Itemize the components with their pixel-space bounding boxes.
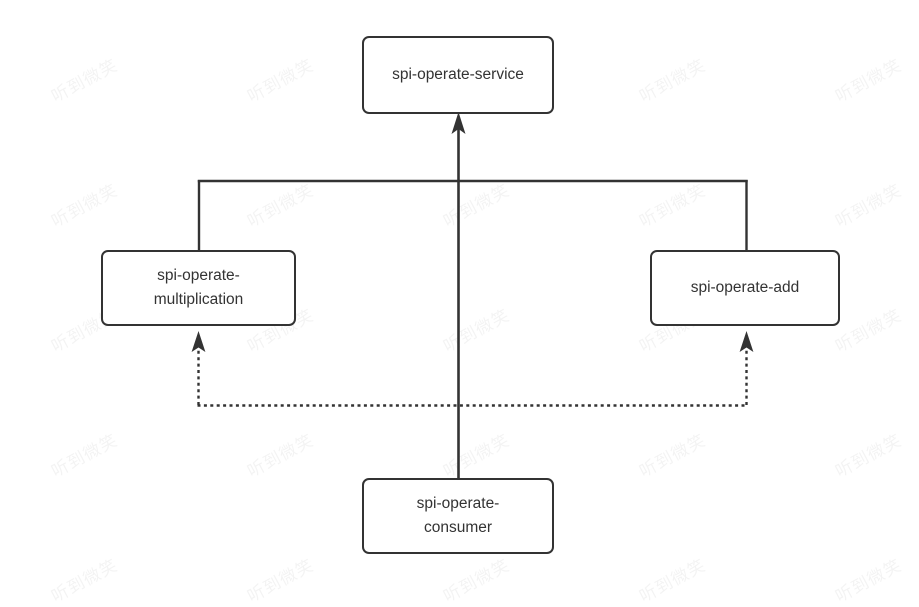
node-spi-operate-add[interactable]: spi-operate-add <box>650 250 840 326</box>
node-spi-operate-multiplication[interactable]: spi-operate- multiplication <box>101 250 296 326</box>
node-label: spi-operate-add <box>690 279 800 296</box>
edge-consumer-to-multiplication-arrowhead <box>191 331 206 352</box>
node-spi-operate-consumer[interactable]: spi-operate- consumer <box>362 478 554 554</box>
edge-implementations-to-service <box>197 179 748 250</box>
node-label: spi-operate- multiplication <box>153 267 244 308</box>
edge-consumer-to-service-arrowhead <box>451 112 466 134</box>
edge-consumer-to-add-arrowhead <box>739 331 754 352</box>
edge-consumer-dependencies <box>191 331 754 407</box>
node-label: spi-operate-service <box>392 66 524 83</box>
node-label: spi-operate- consumer <box>416 495 500 536</box>
edge-consumer-to-service <box>451 112 466 478</box>
node-spi-operate-service[interactable]: spi-operate-service <box>362 36 554 114</box>
